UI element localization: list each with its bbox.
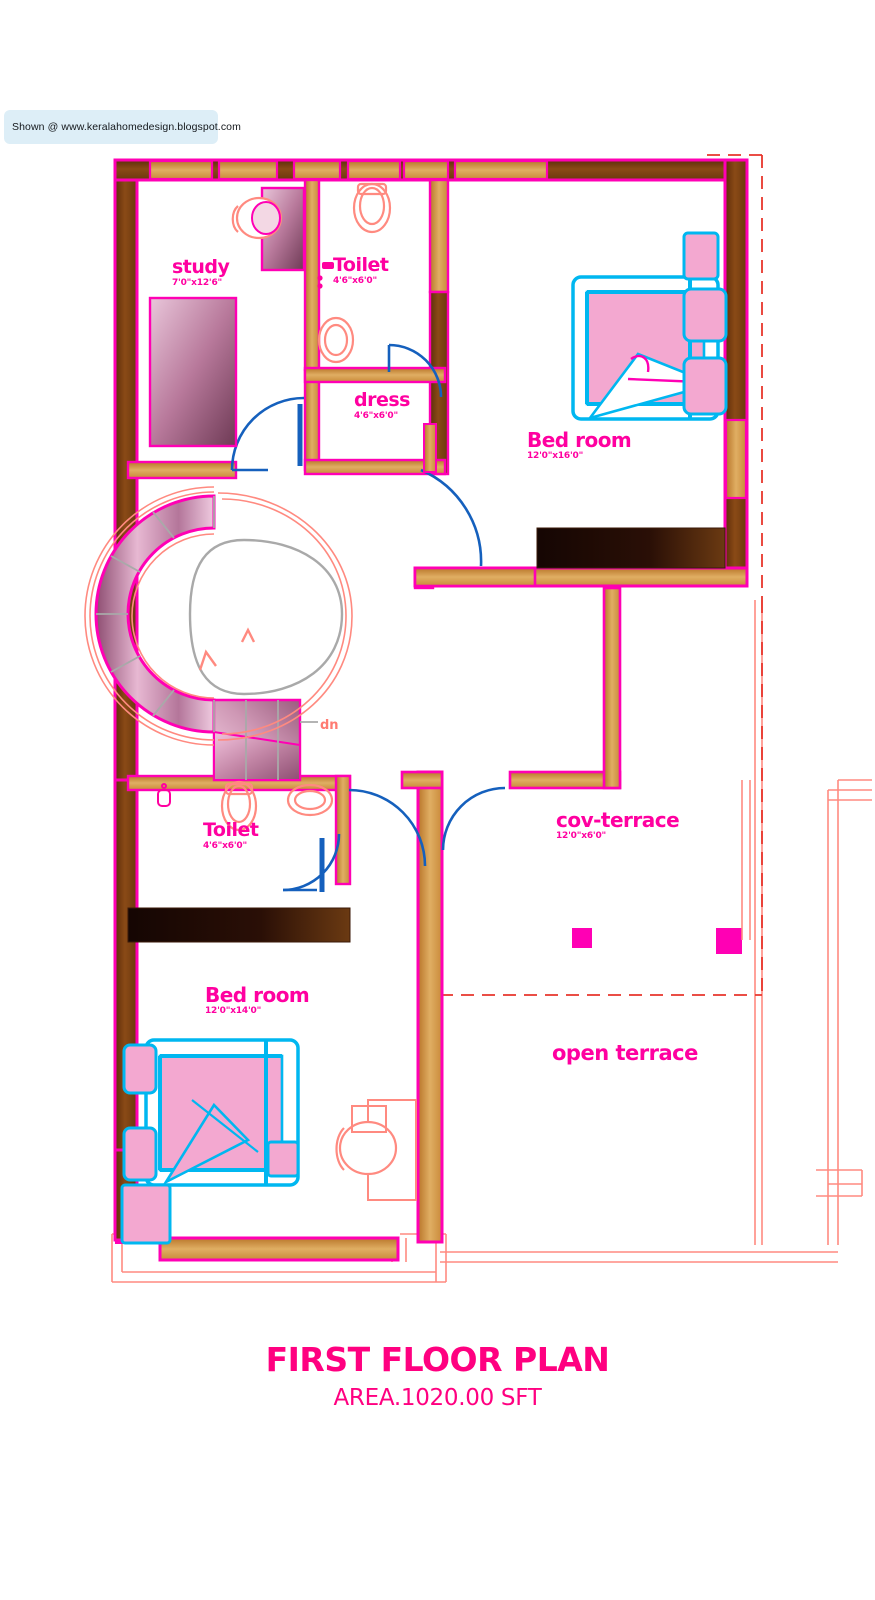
wash-basin-icon [286, 783, 334, 817]
watermark-text: Shown @ www.keralahomedesign.blogspot.co… [12, 121, 241, 133]
toilet-wc-icon [352, 182, 392, 234]
stair-down-label: dn [320, 718, 339, 733]
desk-chair-icon [148, 186, 306, 448]
spiral-staircase-icon [84, 486, 353, 782]
wash-basin-icon [317, 316, 355, 364]
room-label-bedroom-2: Bed room 12'0"x14'0" [205, 983, 310, 1016]
plan-area: AREA.1020.00 SFT [333, 1385, 542, 1411]
title-block: FIRST FLOOR PLAN AREA.1020.00 SFT [0, 1340, 875, 1411]
plan-title: FIRST FLOOR PLAN [265, 1340, 610, 1379]
watermark-badge: Shown @ www.keralahomedesign.blogspot.co… [4, 110, 241, 144]
room-label-cov-terrace: cov-terrace 12'0"x6'0" [556, 808, 680, 841]
desk-chair-icon [335, 1099, 417, 1201]
bathroom-fitting-icon [157, 783, 171, 807]
setback-dashed-lines [440, 154, 763, 996]
room-label-dress: dress 4'6"x6'0" [354, 389, 410, 421]
room-label-toilet-lower: Toilet 4'6"x6'0" [203, 819, 259, 851]
door-swings [230, 343, 506, 892]
wall-stub [413, 566, 537, 588]
room-label-open-terrace: open terrace [552, 1041, 698, 1065]
bed-icon [120, 1038, 300, 1245]
room-label-study: study 7'0"x12'6" [172, 256, 230, 288]
window-marks [423, 423, 437, 473]
terrace-columns [572, 780, 751, 954]
bathroom-fitting-icon [317, 262, 334, 289]
bed-icon [571, 231, 728, 421]
room-label-toilet-upper: Toilet 4'6"x6'0" [333, 254, 389, 286]
room-label-bedroom-1: Bed room 12'0"x16'0" [527, 428, 632, 461]
toilet-wc-icon [220, 780, 258, 832]
